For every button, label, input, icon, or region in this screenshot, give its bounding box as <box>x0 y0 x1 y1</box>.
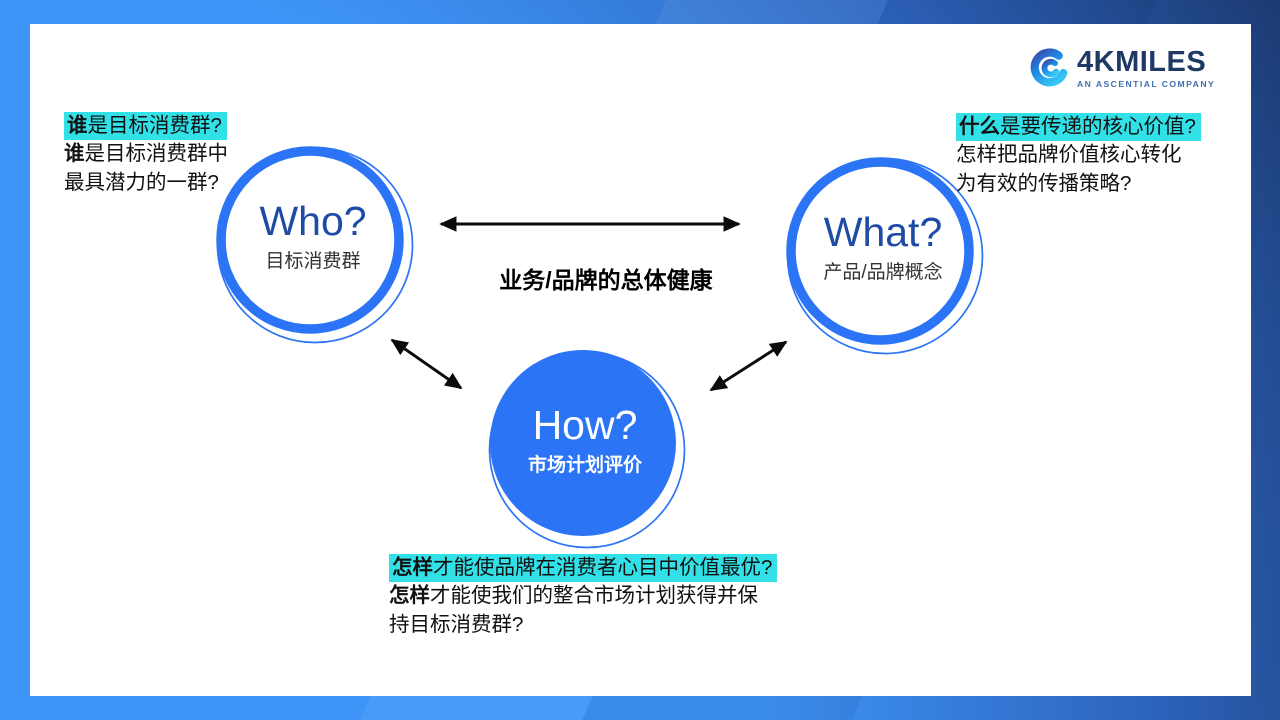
annotation-line: 最具潜力的一群? <box>64 169 228 197</box>
annotation-bold-text: 怎样 <box>392 556 433 579</box>
what-subtitle: 产品/品牌概念 <box>823 262 943 284</box>
annotation-line: 怎样把品牌价值核心转化 <box>956 141 1201 169</box>
annotation-text: 怎样把品牌价值核心转化 <box>956 143 1182 167</box>
annotation-bottom: 怎样才能使品牌在消费者心目中价值最优? 怎样才能使我们的整合市场计划获得并保 持… <box>389 554 778 639</box>
annotation-text: 才能使我们的整合市场计划获得并保 <box>430 584 758 608</box>
highlighted-question: 怎样才能使品牌在消费者心目中价值最优? <box>389 554 778 582</box>
annotation-top-right: 什么是要传递的核心价值? 怎样把品牌价值核心转化 为有效的传播策略? <box>956 113 1201 198</box>
who-subtitle: 目标消费群 <box>265 251 361 273</box>
annotation-text: 持目标消费群? <box>389 612 524 636</box>
how-subtitle: 市场计划评价 <box>527 455 642 477</box>
annotation-line: 持目标消费群? <box>389 611 777 639</box>
who-title: Who? <box>259 197 367 244</box>
annotation-line: 怎样才能使品牌在消费者心目中价值最优? <box>389 554 778 582</box>
annotation-line: 谁是目标消费群? <box>64 112 228 140</box>
annotation-line: 怎样才能使我们的整合市场计划获得并保 <box>389 582 777 610</box>
highlighted-question: 什么是要传递的核心价值? <box>956 113 1201 141</box>
what-ring <box>786 157 984 355</box>
annotation-text: 为有效的传播策略? <box>956 171 1132 195</box>
annotation-bold-text: 谁 <box>67 114 88 137</box>
what-title: What? <box>823 208 943 255</box>
annotation-line: 为有效的传播策略? <box>956 170 1201 198</box>
logo-tagline: AN ASCENTIAL COMPANY <box>1077 79 1216 90</box>
annotation-line: 谁是目标消费群中 <box>64 140 228 168</box>
annotation-text: 是要传递的核心价值? <box>1000 115 1196 138</box>
how-node: How? 市场计划评价 <box>484 346 686 549</box>
how-ring <box>488 350 686 549</box>
annotation-text: 是目标消费群中 <box>84 142 229 166</box>
who-ring <box>216 146 414 344</box>
annotation-text: 才能使品牌在消费者心目中价值最优? <box>433 556 773 579</box>
annotation-line: 什么是要传递的核心价值? <box>956 113 1201 141</box>
annotation-text: 最具潜力的一群? <box>64 170 219 194</box>
annotation-top-left: 谁是目标消费群? 谁是目标消费群中 最具潜力的一群? <box>64 112 228 197</box>
logo-wordmark: 4KMILES <box>1077 46 1207 79</box>
annotation-bold-text: 谁 <box>64 142 85 166</box>
center-label: 业务/品牌的总体健康 <box>499 267 713 293</box>
annotation-bold-text: 怎样 <box>389 584 430 608</box>
annotation-text: 是目标消费群? <box>87 114 222 137</box>
highlighted-question: 谁是目标消费群? <box>64 112 227 140</box>
logo: 4KMILES AN ASCENTIAL COMPANY <box>1029 48 1215 89</box>
what-node: What? 产品/品牌概念 <box>782 153 984 355</box>
who-node: Who? 目标消费群 <box>212 142 414 344</box>
annotation-bold-text: 什么 <box>959 115 1000 138</box>
swirl-icon <box>1030 48 1068 87</box>
logo-text: 4KMILES AN ASCENTIAL COMPANY <box>1077 48 1215 89</box>
how-title: How? <box>532 401 638 448</box>
